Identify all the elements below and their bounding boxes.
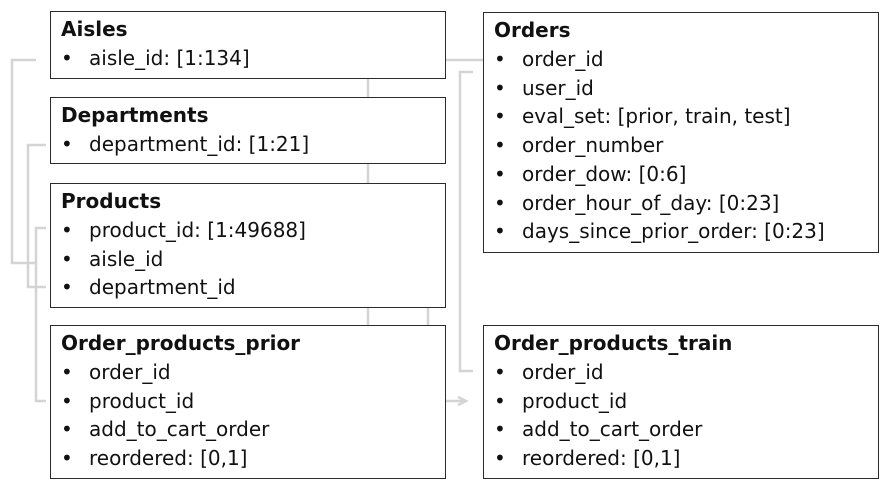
orders-field-eval-set: eval_set: [prior, train, test] (494, 102, 868, 131)
order-products-prior-field-order-id: order_id (61, 358, 435, 387)
departments-field-list: department_id: [1:21] (61, 130, 435, 159)
departments-title: Departments (61, 103, 209, 127)
order-products-train-field-list: order_id product_id add_to_cart_order re… (494, 358, 868, 473)
order-products-train-field-product-id: product_id (494, 387, 868, 416)
products-field-product-id: product_id: [1:49688] (61, 216, 435, 245)
orders-field-days-since-prior-order: days_since_prior_order: [0:23] (494, 217, 868, 246)
order-products-train-field-order-id: order_id (494, 358, 868, 387)
order-products-train-title: Order_products_train (494, 331, 733, 355)
products-field-list: product_id: [1:49688] aisle_id departmen… (61, 216, 435, 302)
order-products-train-field-reordered: reordered: [0,1] (494, 444, 868, 473)
connector-train-product-id-head (457, 395, 469, 407)
aisles-title: Aisles (61, 17, 128, 41)
order-products-prior-field-product-id: product_id (61, 387, 435, 416)
connector-department-id (26, 143, 46, 289)
order-products-prior-title: Order_products_prior (61, 331, 301, 355)
departments-table: Departments department_id: [1:21] (50, 97, 446, 164)
orders-field-order-number: order_number (494, 131, 868, 160)
order-products-prior-field-add-to-cart-order: add_to_cart_order (61, 415, 435, 444)
products-title: Products (61, 189, 162, 213)
orders-field-user-id: user_id (494, 74, 868, 103)
products-table: Products product_id: [1:49688] aisle_id … (50, 183, 446, 308)
orders-field-order-id: order_id (494, 45, 868, 74)
order-products-prior-table: Order_products_prior order_id product_id… (50, 325, 446, 479)
order-products-train-table: Order_products_train order_id product_id… (483, 325, 879, 479)
aisles-field-list: aisle_id: [1:134] (61, 44, 435, 73)
products-field-department-id: department_id (61, 273, 435, 302)
connector-train-order-id (458, 70, 473, 373)
orders-field-list: order_id user_id eval_set: [prior, train… (494, 45, 868, 246)
connector-prior-product-id (34, 226, 46, 403)
orders-table: Orders order_id user_id eval_set: [prior… (483, 12, 879, 253)
orders-title: Orders (494, 18, 571, 42)
order-products-train-field-add-to-cart-order: add_to_cart_order (494, 415, 868, 444)
order-products-prior-field-reordered: reordered: [0,1] (61, 444, 435, 473)
departments-field-department-id: department_id: [1:21] (61, 130, 435, 159)
order-products-prior-field-list: order_id product_id add_to_cart_order re… (61, 358, 435, 473)
connector-aisle-id (10, 58, 36, 265)
aisles-table: Aisles aisle_id: [1:134] (50, 11, 446, 79)
orders-field-order-hour-of-day: order_hour_of_day: [0:23] (494, 189, 868, 218)
products-field-aisle-id: aisle_id (61, 245, 435, 274)
aisles-field-aisle-id: aisle_id: [1:134] (61, 44, 435, 73)
orders-field-order-dow: order_dow: [0:6] (494, 160, 868, 189)
